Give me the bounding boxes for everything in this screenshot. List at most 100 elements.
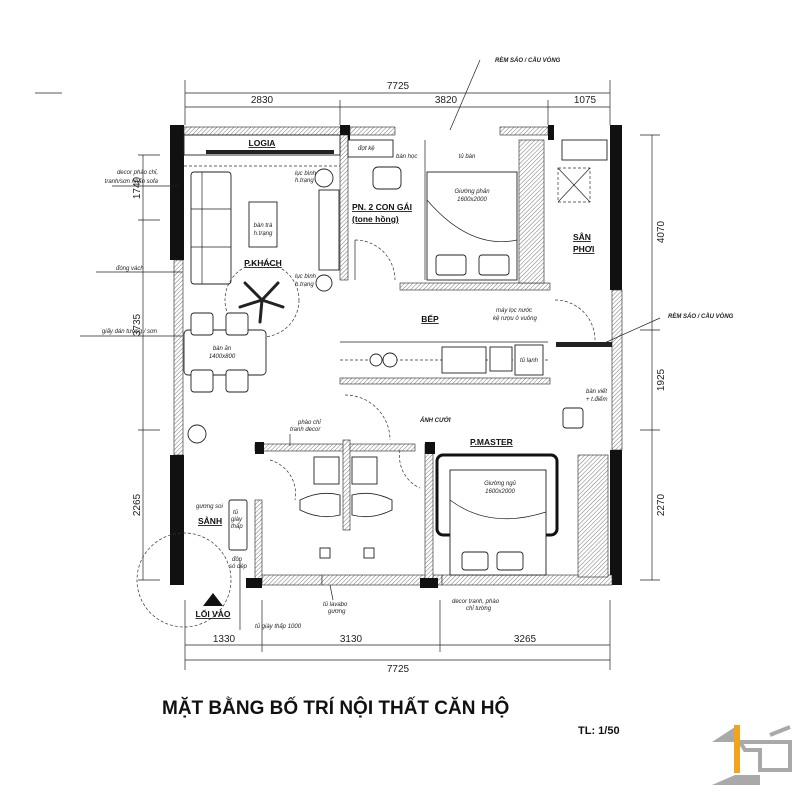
dining-label: bàn ăn	[213, 346, 232, 352]
vase-2-label: lục bình	[295, 274, 317, 280]
note-moulding-2: tranh decor	[290, 427, 321, 433]
dim-left-1: 1740	[132, 176, 143, 199]
vase-1-label-2: h.trạng	[295, 178, 314, 184]
bed-2-size: 1600x2000	[457, 197, 487, 203]
dimension-lines	[138, 80, 660, 670]
room-kitchen: BẾP	[421, 314, 439, 324]
dim-left-3: 2265	[132, 493, 143, 516]
desk-chair	[562, 407, 584, 429]
tea-table	[248, 201, 278, 248]
vase-1-label: lục bình	[295, 171, 317, 177]
stove-burner	[382, 352, 398, 368]
shelf	[347, 139, 394, 158]
note-curtain-top: RÈM SÁO / CẦU VÒNG	[495, 56, 561, 64]
note-wine-rack: kệ rượu ô vuông	[493, 316, 537, 322]
note-lavabo: tủ lavabo	[323, 601, 348, 608]
shoe-cabinet-label: tủ	[233, 509, 239, 516]
vase-1	[314, 168, 334, 188]
door-swing	[269, 459, 296, 501]
note-decor-sofa-2: tranh/sơn nhấn sofa	[105, 178, 159, 185]
dim-top-1: 2830	[251, 95, 274, 106]
bathtub	[351, 492, 393, 518]
dim-top-2: 3820	[435, 95, 458, 106]
room-logia: LOGIA	[249, 138, 276, 148]
dim-top-total: 7725	[387, 81, 410, 92]
lavabo	[351, 456, 378, 485]
room-master: P.MASTER	[470, 437, 513, 447]
curtain-right	[556, 342, 612, 347]
door-swing	[554, 299, 596, 341]
pillow	[435, 254, 467, 276]
shoe-cabinet-label-3: thấp	[231, 523, 243, 530]
closet	[577, 454, 609, 578]
closet	[518, 139, 545, 284]
note-decor-master-2: chỉ tường	[466, 605, 492, 612]
chair	[225, 312, 249, 336]
dim-right-2: 1925	[656, 368, 667, 391]
dining-size: 1400x800	[209, 354, 236, 360]
ceiling-fan-icon	[238, 281, 285, 324]
note-mirror: gương soi	[196, 504, 223, 510]
vase-2	[315, 274, 333, 292]
note-water: máy lọc nước	[496, 308, 532, 314]
toilet	[319, 547, 331, 559]
entrance-door-swing	[136, 532, 232, 628]
note-decor-master: decor tranh, phào	[452, 599, 500, 605]
door-swing	[344, 394, 391, 441]
chair	[190, 312, 214, 336]
dryer	[557, 167, 591, 203]
ceiling-fan-circle	[224, 262, 300, 338]
company-logo	[712, 725, 792, 785]
room-entrance: LỐI VÀO	[196, 608, 231, 619]
note-wedding-photo: ẢNH CƯỚI	[419, 416, 451, 424]
lavabo	[313, 456, 340, 485]
stove-burner	[369, 353, 383, 367]
dim-bottom-2: 3130	[340, 634, 363, 645]
shoe-cabinet	[228, 499, 248, 551]
dim-top-3: 1075	[574, 95, 597, 106]
note-moulding: phào chỉ	[297, 419, 321, 426]
bed-2-label: Giường phản	[454, 188, 490, 195]
drawing-scale: TL: 1/50	[578, 725, 620, 737]
note-writing-desk-2: + t.điểm	[586, 396, 608, 403]
pillow	[461, 551, 489, 571]
dim-right-1: 4070	[656, 220, 667, 243]
dining-table	[183, 329, 267, 376]
note-partition: đóng vách	[116, 266, 144, 272]
dim-bottom-1: 1330	[213, 634, 236, 645]
tea-table-size: h.trạng	[254, 231, 273, 237]
room-drying: SÂN	[573, 231, 591, 242]
bench-label: đôn	[232, 557, 243, 563]
chair	[190, 369, 214, 393]
washing-machine	[561, 139, 608, 161]
pillow	[478, 254, 510, 276]
sliding-door	[206, 150, 334, 154]
room-drying-2: PHƠI	[573, 244, 594, 254]
note-decor-sofa: decor phào chỉ,	[117, 169, 158, 176]
desk-label: bàn học	[396, 154, 417, 160]
sofa	[190, 171, 232, 285]
plant-icon	[187, 424, 207, 444]
note-writing-desk: bàn viết	[586, 388, 607, 395]
toilet	[363, 547, 375, 559]
room-lobby: SẢNH	[198, 515, 222, 526]
wine-rack	[489, 346, 513, 372]
walls	[170, 125, 623, 588]
door-swing	[354, 239, 396, 281]
entrance-arrow-icon	[203, 593, 223, 606]
chair	[225, 369, 249, 393]
tv-cabinet	[318, 189, 340, 271]
room-bedroom-2: PN. 2 CON GÁI	[352, 202, 412, 212]
pillow	[496, 551, 524, 571]
bench-label-2: só dép	[229, 564, 248, 570]
drawing-title: MẶT BẰNG BỐ TRÍ NỘI THẤT CĂN HỘ	[162, 697, 509, 719]
fridge-label: tủ lạnh	[520, 357, 539, 364]
bathtub	[299, 492, 341, 518]
dim-left-2: 3735	[132, 313, 143, 336]
note-curtain-right: RÈM SÁO / CẦU VÒNG	[668, 312, 734, 320]
fridge	[514, 344, 544, 376]
shelf-label: đợt kệ	[358, 146, 375, 152]
desk-chair	[372, 166, 402, 190]
master-bed-size: 1600x2000	[485, 489, 515, 495]
